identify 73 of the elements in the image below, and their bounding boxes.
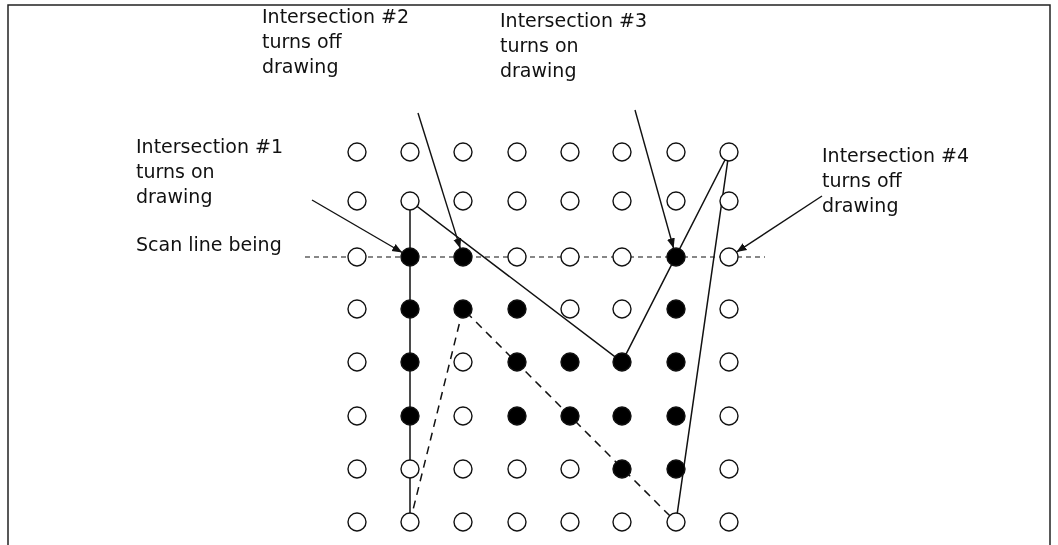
filled-pixel-dot (400, 299, 420, 319)
empty-pixel-dot (612, 191, 632, 211)
leader-arrow (735, 195, 823, 253)
empty-pixel-dot (453, 352, 473, 372)
empty-pixel-dot (666, 142, 686, 162)
empty-pixel-dot (719, 191, 739, 211)
empty-pixel-dot (347, 299, 367, 319)
empty-pixel-dot (400, 142, 420, 162)
empty-pixel-dot (560, 299, 580, 319)
empty-pixel-dot (507, 512, 527, 532)
filled-pixel-dot (453, 299, 473, 319)
filled-pixel-dot (666, 299, 686, 319)
callout-text: Intersection #3 turns on drawing (500, 8, 649, 83)
empty-pixel-dot (507, 459, 527, 479)
filled-pixel-dot (666, 459, 686, 479)
empty-pixel-dot (347, 191, 367, 211)
empty-pixel-dot (612, 512, 632, 532)
filled-pixel-dot (400, 352, 420, 372)
filled-pixel-dot (666, 247, 686, 267)
empty-pixel-dot (507, 142, 527, 162)
empty-pixel-dot (719, 512, 739, 532)
empty-pixel-dot (347, 459, 367, 479)
empty-pixel-dot (507, 191, 527, 211)
callout-text: Intersection #4 turns off drawing (822, 143, 971, 218)
empty-pixel-dot (719, 406, 739, 426)
filled-pixel-dot (507, 299, 527, 319)
filled-pixel-dot (560, 352, 580, 372)
empty-pixel-dot (400, 459, 420, 479)
empty-pixel-dot (719, 352, 739, 372)
empty-pixel-dot (453, 191, 473, 211)
empty-pixel-dot (612, 299, 632, 319)
empty-pixel-dot (612, 142, 632, 162)
empty-pixel-dot (560, 191, 580, 211)
filled-pixel-dot (612, 459, 632, 479)
leader-arrow (634, 109, 675, 249)
empty-pixel-dot (347, 352, 367, 372)
leader-arrow (417, 112, 462, 250)
filled-pixel-dot (453, 247, 473, 267)
empty-pixel-dot (400, 191, 420, 211)
filled-pixel-dot (666, 352, 686, 372)
filled-pixel-dot (507, 406, 527, 426)
empty-pixel-dot (453, 142, 473, 162)
empty-pixel-dot (453, 512, 473, 532)
callout-text: Intersection #2 turns off drawing (262, 4, 411, 79)
filled-pixel-dot (612, 406, 632, 426)
empty-pixel-dot (347, 406, 367, 426)
scan-line-label: Scan line being (136, 232, 282, 257)
filled-pixel-dot (666, 406, 686, 426)
empty-pixel-dot (666, 191, 686, 211)
filled-pixel-dot (400, 247, 420, 267)
empty-pixel-dot (560, 459, 580, 479)
empty-pixel-dot (347, 142, 367, 162)
empty-pixel-dot (347, 512, 367, 532)
empty-pixel-dot (560, 247, 580, 267)
empty-pixel-dot (719, 459, 739, 479)
empty-pixel-dot (719, 247, 739, 267)
filled-pixel-dot (507, 352, 527, 372)
empty-pixel-dot (400, 512, 420, 532)
empty-pixel-dot (666, 512, 686, 532)
leader-arrow (311, 199, 403, 254)
empty-pixel-dot (560, 142, 580, 162)
empty-pixel-dot (560, 512, 580, 532)
empty-pixel-dot (453, 406, 473, 426)
empty-pixel-dot (453, 459, 473, 479)
filled-pixel-dot (400, 406, 420, 426)
callout-text: Intersection #1 turns on drawing (136, 134, 285, 209)
empty-pixel-dot (719, 142, 739, 162)
empty-pixel-dot (612, 247, 632, 267)
filled-pixel-dot (612, 352, 632, 372)
empty-pixel-dot (719, 299, 739, 319)
empty-pixel-dot (507, 247, 527, 267)
filled-pixel-dot (560, 406, 580, 426)
empty-pixel-dot (347, 247, 367, 267)
